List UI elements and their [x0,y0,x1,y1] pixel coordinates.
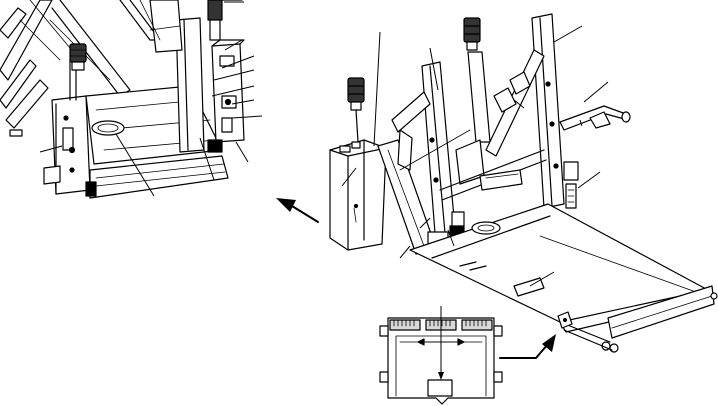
right-callout-leaders [341,25,609,287]
control-box-closeup [207,39,245,153]
cross-braces-main [399,129,547,201]
beacon-light-left-closeup [69,43,87,71]
underside-inset [379,306,503,405]
connector-teeth [393,319,487,327]
latch-main [557,311,573,329]
arrow-left-up-icon [276,198,319,223]
right-back-column-main [455,51,491,185]
beacon-light-right-main [463,17,481,51]
left-housing-main [329,139,387,251]
right-main-view [329,13,718,353]
platform-closeup [85,85,229,199]
arrow-right-up-icon [499,334,556,359]
right-post-closeup [139,0,243,153]
handrail-main [559,105,631,131]
left-post-closeup [43,59,91,195]
right-tall-column-main [485,13,579,209]
beacon-light-left-main [347,77,365,143]
roll-stop-main [559,285,718,353]
left-callout-leaders [39,1,263,197]
left-closeup-view [0,0,263,199]
left-column-main [377,61,465,257]
